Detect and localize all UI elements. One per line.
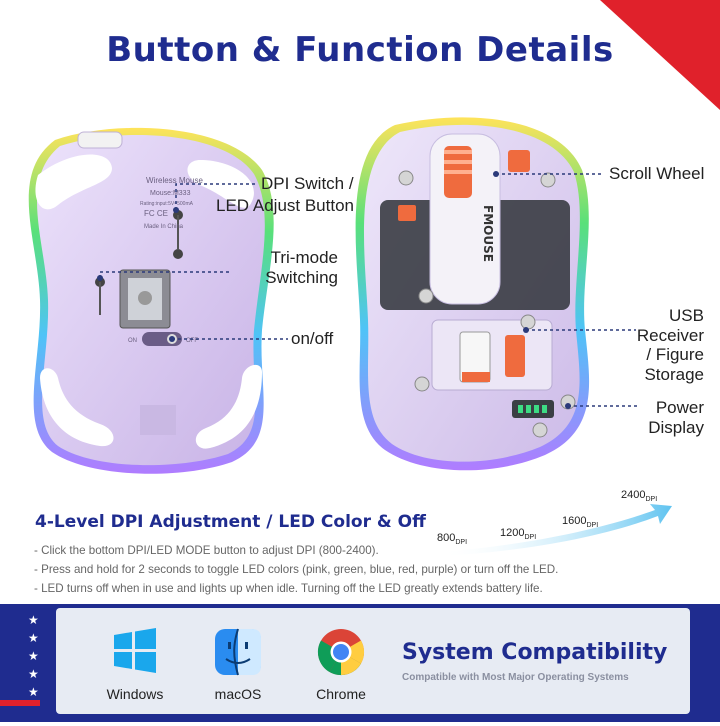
callout-on-off: on/off <box>291 329 334 348</box>
callout-dots <box>97 171 571 409</box>
windows-icon <box>114 628 156 673</box>
bottom-text-5: Made In China <box>144 224 184 230</box>
bottom-text-1: Wireless Mouse <box>146 176 203 185</box>
chrome-icon <box>317 629 365 676</box>
mouse-illustrations: Wireless Mouse Mouse:M333 Rating:input:5… <box>28 117 640 474</box>
star-decorations: ★ ★ ★ ★ ★ <box>28 613 39 699</box>
dpi-arrow <box>440 504 672 556</box>
switch-off-label: OFF <box>186 338 198 344</box>
callout-dpi-switch: DPI Switch / <box>261 174 354 193</box>
compat-title: System Compatibility <box>402 640 668 665</box>
svg-text:★: ★ <box>28 685 39 699</box>
bottom-text-3: Rating:input:5V=500mA <box>140 201 194 207</box>
bullet-item: - Click the bottom DPI/LED MODE button t… <box>34 544 379 557</box>
callout-led-adjust: LED Adjust Button <box>216 196 354 215</box>
compat-card <box>56 608 690 714</box>
macos-finder-icon <box>215 628 261 676</box>
mouse-bottom-view: Wireless Mouse Mouse:M333 Rating:input:5… <box>28 127 274 474</box>
callout-scroll-wheel: Scroll Wheel <box>609 164 705 183</box>
bottom-text-4: FC CE <box>144 209 168 218</box>
dpi-section-title: 4-Level DPI Adjustment / LED Color & Off <box>35 512 426 532</box>
dpi-level-1200: 1200DPI <box>500 527 537 542</box>
macos-label: macOS <box>214 686 262 702</box>
mouse-top-view: FMOUSE <box>355 117 590 471</box>
callout-power-display: Power Display <box>648 398 704 437</box>
chrome-item <box>296 628 386 676</box>
dpi-level-800: 800DPI <box>437 532 468 547</box>
bullet-item: - Press and hold for 2 seconds to toggle… <box>34 563 559 576</box>
macos-item <box>193 628 283 676</box>
dpi-level-1600: 1600DPI <box>562 515 599 530</box>
windows-label: Windows <box>106 686 164 702</box>
dpi-bullets: - Click the bottom DPI/LED MODE button t… <box>34 541 654 598</box>
svg-text:★: ★ <box>28 649 39 663</box>
switch-on-label: ON <box>128 338 137 344</box>
svg-text:★: ★ <box>28 631 39 645</box>
compat-subtitle: Compatible with Most Major Operating Sys… <box>402 672 629 683</box>
bullet-item: - LED turns off when in use and lights u… <box>34 582 543 595</box>
svg-text:★: ★ <box>28 667 39 681</box>
callout-usb-receiver: USB Receiver / Figure Storage <box>636 306 704 384</box>
windows-item <box>90 628 180 674</box>
bottom-text-2: Mouse:M333 <box>150 190 191 197</box>
svg-text:★: ★ <box>28 613 39 627</box>
dpi-level-2400: 2400DPI <box>621 489 658 504</box>
chrome-label: Chrome <box>316 686 366 702</box>
brand-label: FMOUSE <box>481 205 495 262</box>
callout-tri-mode: Tri-mode Switching <box>265 248 338 287</box>
corner-red-accent <box>600 0 720 110</box>
page-title: Button & Function Details <box>106 30 614 70</box>
